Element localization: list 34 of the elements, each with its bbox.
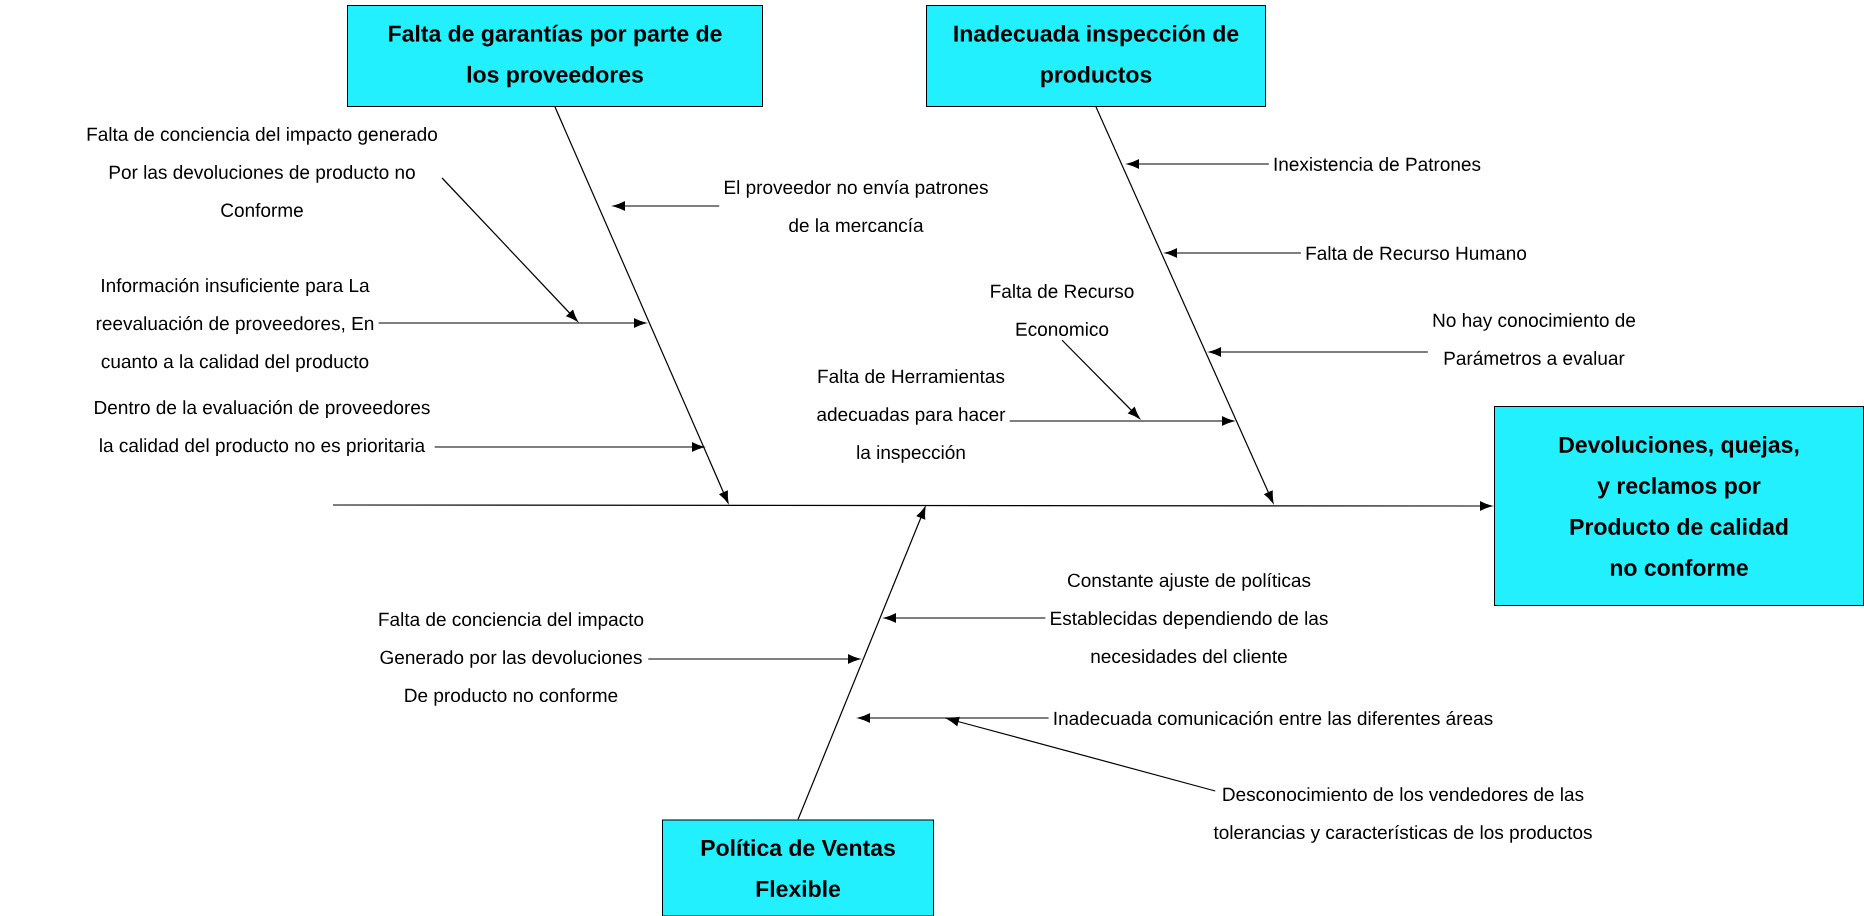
arrow <box>554 106 729 504</box>
cause-text: Inadecuada comunicación entre las diferentes áreas <box>1054 710 1493 726</box>
arrow <box>378 318 646 328</box>
arrow <box>858 713 1050 723</box>
cause-text: Inexistencia de Patrones <box>1274 157 1481 171</box>
arrow <box>1209 347 1429 357</box>
cause-text: Falta de conciencia del impacto Generado por las devoluciones De producto no conforme <box>379 612 644 706</box>
category-box: Devoluciones, quejas, y reclamos por Producto de calidad no conforme <box>1494 406 1864 606</box>
cause-text: El proveedor no envía patrones de la mercancía <box>725 179 988 233</box>
cause-text: Falta de conciencia del impacto generado Por las devoluciones de producto no Conforme <box>87 127 437 217</box>
arrow <box>1165 248 1302 258</box>
cause-text: Desconocimiento de los vendedores de las tolerancias y características de los productos <box>1213 787 1592 843</box>
arrow <box>884 613 1046 623</box>
arrow <box>797 506 926 821</box>
cause-text: No hay conocimiento de Parámetros a evaluar <box>1433 313 1636 365</box>
category-box: Política de Ventas Flexible <box>662 819 934 916</box>
arrow <box>434 442 704 452</box>
arrow <box>441 177 578 322</box>
cause-text: Información insuficiente para La reevaluación de proveedores, En cuanto a la calidad del producto <box>96 278 374 372</box>
category-box: Inadecuada inspección de productos <box>926 5 1266 107</box>
category-box: Falta de garantías por parte de los proveedores <box>347 5 763 107</box>
arrow <box>647 654 860 664</box>
arrow <box>1127 159 1270 169</box>
cause-text: Constante ajuste de políticas Establecidas dependiendo de las necesidades del cliente <box>1051 572 1328 664</box>
cause-text: Falta de Recurso Humano <box>1306 246 1527 260</box>
arrow <box>1095 106 1274 504</box>
arrow <box>946 717 1216 792</box>
cause-text: Falta de Recurso Economico <box>991 284 1134 336</box>
arrow <box>1009 416 1234 426</box>
cause-text: Dentro de la evaluación de proveedores la calidad del producto no es prioritaria <box>95 400 430 456</box>
cause-text: Falta de Herramientas adecuadas para hacer la inspección <box>817 369 1006 463</box>
arrow <box>613 201 720 211</box>
spine-arrow <box>332 501 1492 511</box>
arrow <box>1061 339 1140 419</box>
